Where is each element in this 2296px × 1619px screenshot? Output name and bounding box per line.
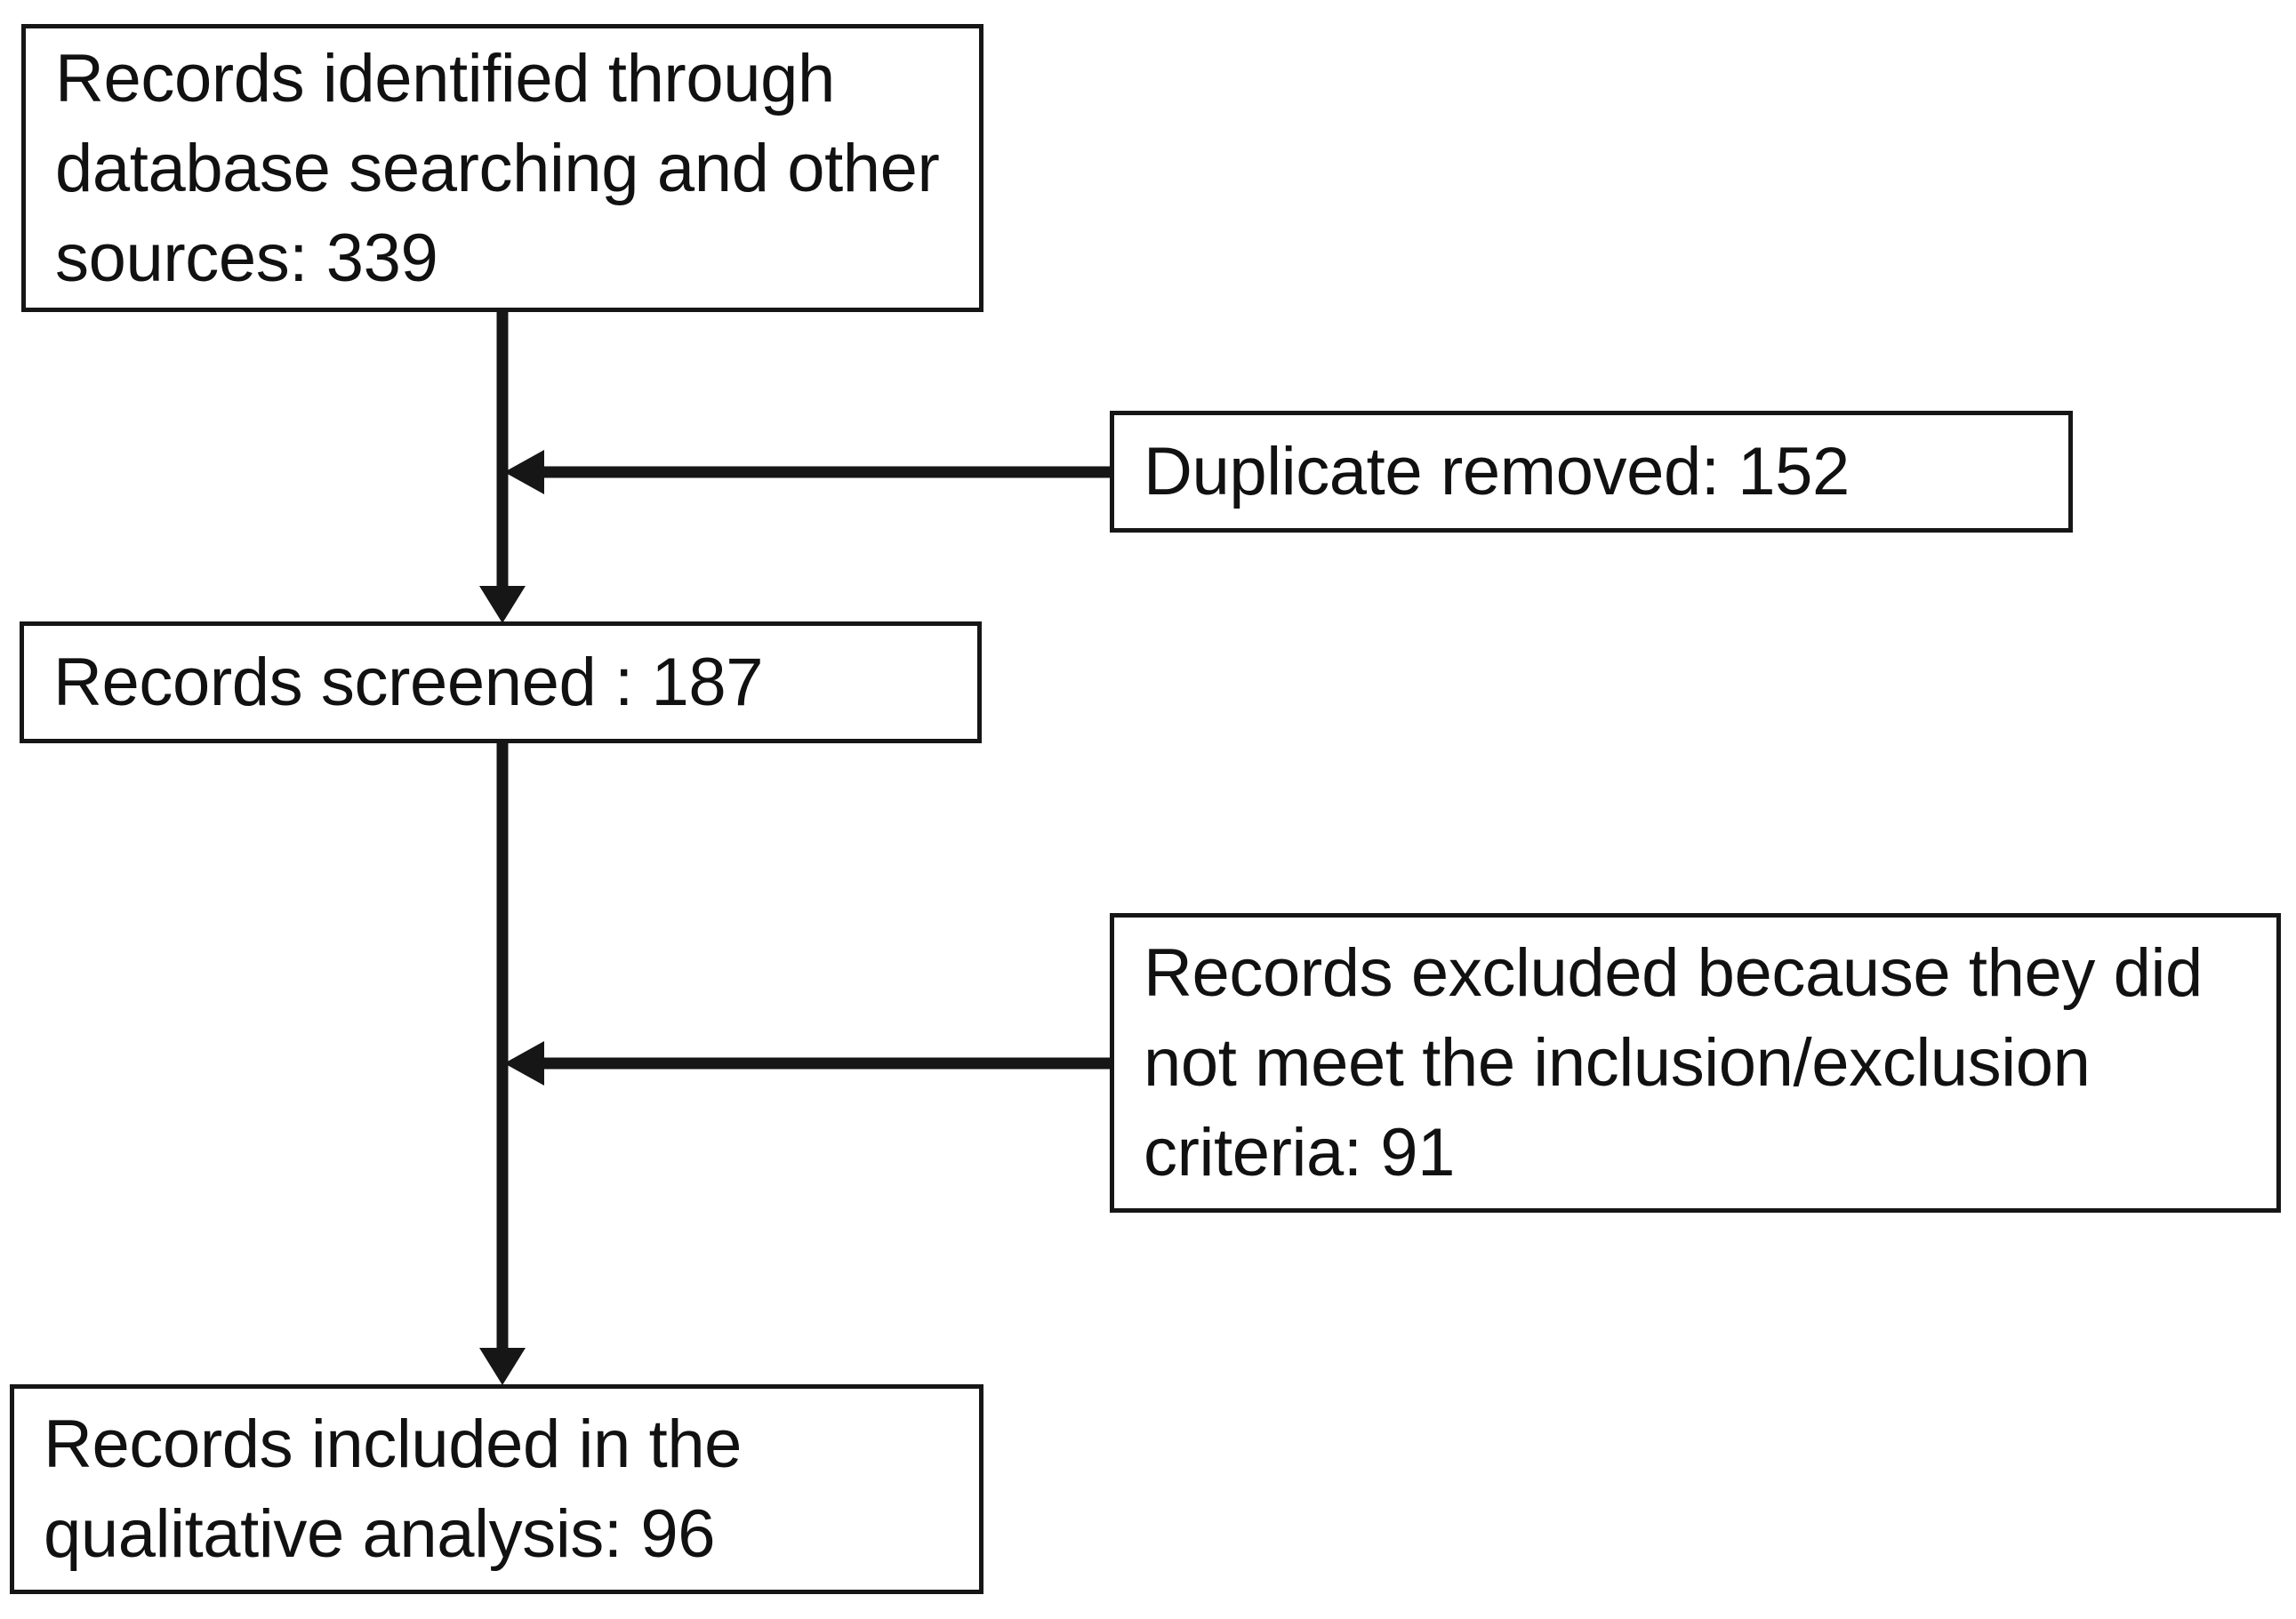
- records-screened-box: Records screened : 187: [20, 621, 982, 743]
- arrow-duplicate-to-spine: [504, 450, 1110, 494]
- duplicate-removed-box: Duplicate removed: 152: [1110, 411, 2073, 533]
- records-identified-box: Records identified through database sear…: [21, 24, 983, 312]
- records-excluded-text: Records excluded because they did not me…: [1144, 935, 2203, 1190]
- records-included-text: Records included in the qualitative anal…: [44, 1407, 743, 1572]
- duplicate-removed-text: Duplicate removed: 152: [1144, 434, 1850, 509]
- arrow-screened-to-included: [479, 743, 526, 1385]
- records-screened-text: Records screened : 187: [53, 645, 764, 720]
- records-included-box: Records included in the qualitative anal…: [10, 1384, 983, 1594]
- arrow-identified-to-screened: [479, 312, 526, 623]
- records-excluded-box: Records excluded because they did not me…: [1110, 913, 2281, 1213]
- arrow-excluded-to-spine: [504, 1041, 1110, 1086]
- records-identified-text: Records identified through database sear…: [55, 40, 940, 296]
